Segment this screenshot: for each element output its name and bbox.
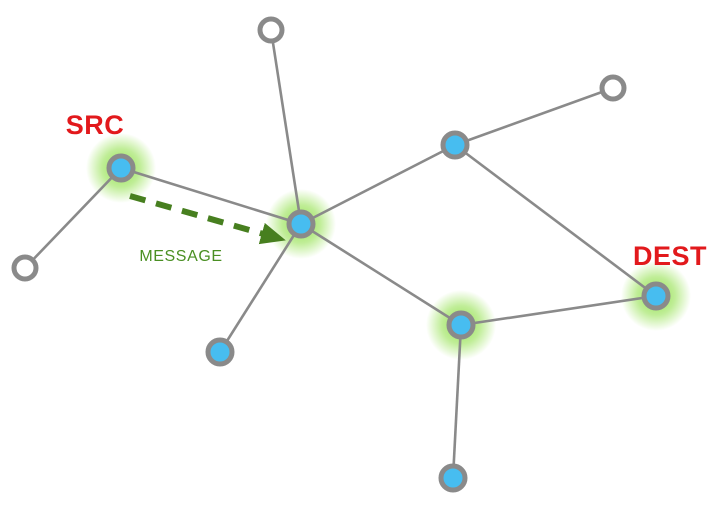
node-top-right	[599, 74, 627, 102]
edge-node-center-node-low-mid	[300, 222, 462, 327]
node-bottom-left	[205, 337, 235, 367]
node-center	[286, 209, 316, 239]
message-arrow	[129, 193, 286, 245]
node-src	[106, 153, 136, 183]
edge-node-center-node-bottom-left	[218, 223, 303, 353]
edge-node-low-mid-node-dest	[460, 294, 657, 327]
message-label: MESSAGE	[139, 248, 222, 265]
edge-node-center-node-mid-right	[300, 143, 456, 226]
edge-node-top-node-center	[269, 29, 303, 225]
node-low-mid	[446, 310, 476, 340]
node-layer	[11, 16, 671, 493]
edge-layer	[24, 29, 657, 479]
edge-node-src-node-left	[24, 167, 122, 269]
glow-layer	[86, 133, 691, 360]
message-arrow-layer	[129, 193, 286, 245]
node-dest	[641, 281, 671, 311]
edge-node-low-mid-node-bottom	[451, 324, 463, 479]
edge-node-src-node-center	[120, 166, 302, 226]
node-bottom	[438, 463, 468, 493]
node-left	[11, 254, 39, 282]
src-label: SRC	[66, 110, 125, 140]
edge-node-mid-right-node-dest	[454, 143, 657, 298]
edge-node-mid-right-node-top-right	[454, 86, 614, 147]
node-mid-right	[440, 130, 470, 160]
node-top	[257, 16, 285, 44]
dest-label: DEST	[633, 241, 707, 271]
